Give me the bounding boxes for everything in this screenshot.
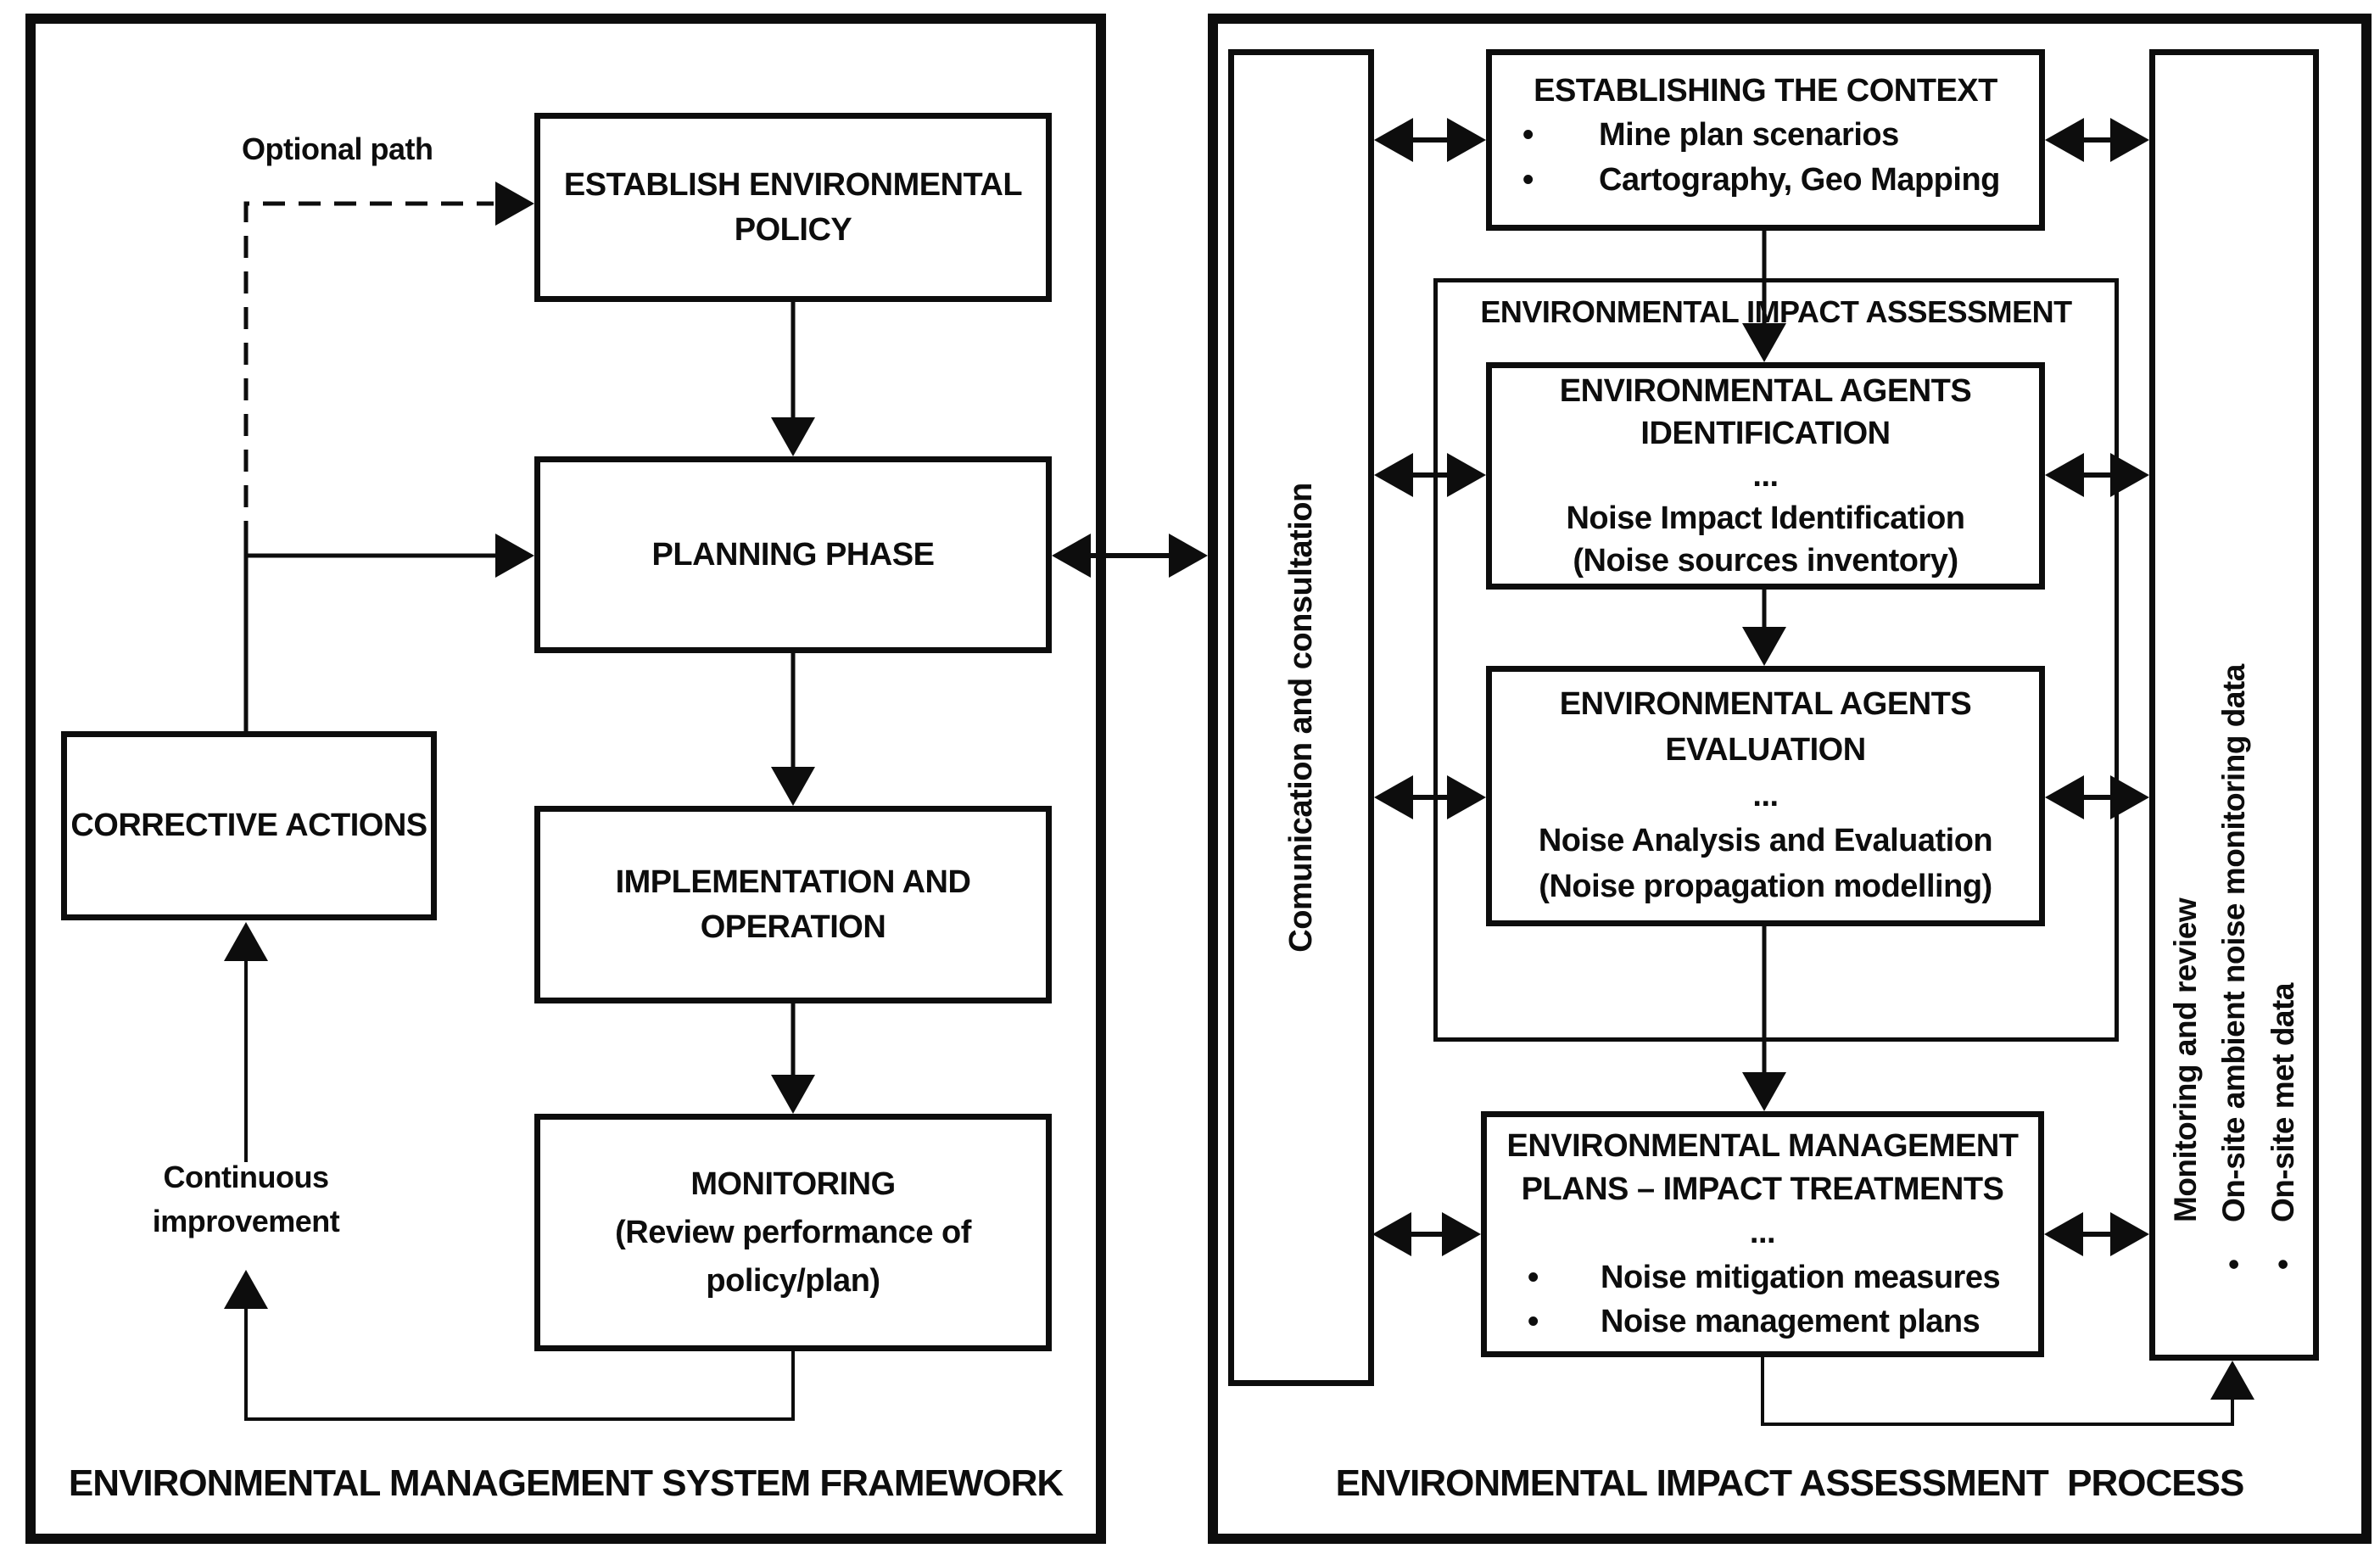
monitoring-review-line: Monitoring and review — [2161, 55, 2210, 1270]
bullet-icon: • — [1528, 1259, 1539, 1295]
double-arrow-comm-identification — [1374, 453, 1486, 497]
monitoring-review-bar: Monitoring and review • On-site ambient … — [2149, 49, 2319, 1361]
agents-evaluation-title2: EVALUATION — [1665, 731, 1866, 768]
communication-consultation-label: Comunication and consultation — [1282, 483, 1319, 953]
ellipsis: ... — [1749, 1215, 1776, 1251]
double-arrow-management-monitor — [2044, 1212, 2149, 1256]
double-arrow-identification-monitor — [2045, 453, 2149, 497]
arrow-into-corrective-bottom — [224, 922, 268, 1162]
establish-policy-box: ESTABLISH ENVIRONMENTAL POLICY — [534, 113, 1052, 302]
implementation-line2: OPERATION — [700, 908, 886, 945]
noise-impact-identification-label: Noise Impact Identification — [1566, 500, 1965, 537]
double-arrow-comm-evaluation — [1374, 775, 1486, 819]
management-plans-title1: ENVIRONMENTAL MANAGEMENT — [1506, 1127, 2019, 1164]
dashed-optional-path-arrow — [243, 182, 534, 543]
agents-evaluation-box: ENVIRONMENTAL AGENTS EVALUATION ... Nois… — [1486, 666, 2045, 926]
arrow-context-to-identification — [1742, 231, 1786, 362]
ems-framework-panel — [25, 14, 1106, 1544]
monitoring-line1: MONITORING — [690, 1166, 896, 1202]
noise-mitigation-label: Noise mitigation measures — [1601, 1259, 2001, 1295]
double-arrow-comm-management — [1372, 1212, 1481, 1256]
planning-phase-label: PLANNING PHASE — [651, 536, 935, 573]
communication-consultation-bar: Comunication and consultation — [1228, 49, 1374, 1386]
ambient-noise-data-label: On-site ambient noise monitoring data — [2216, 664, 2252, 1222]
establish-policy-line2: POLICY — [734, 211, 852, 248]
double-arrow-context-monitor — [2045, 118, 2149, 162]
optional-path-label: Optional path — [242, 131, 433, 166]
bullet-icon: • — [1528, 1303, 1539, 1339]
implementation-line1: IMPLEMENTATION AND — [615, 864, 971, 901]
monitoring-review-label: Monitoring and review — [2167, 897, 2203, 1222]
arrow-policy-to-planning — [771, 302, 815, 456]
bullet-icon: • — [1522, 117, 1534, 154]
met-data-label: On-site met data — [2265, 983, 2300, 1222]
noise-mitigation-row: • Noise mitigation measures — [1487, 1255, 2038, 1300]
monitoring-review-text-block: Monitoring and review • On-site ambient … — [2155, 55, 2313, 1355]
agents-identification-box: ENVIRONMENTAL AGENTS IDENTIFICATION ... … — [1486, 362, 2045, 590]
ellipsis: ... — [1752, 457, 1779, 494]
monitoring-box: MONITORING (Review performance of policy… — [534, 1114, 1052, 1351]
eia-assessment-container-label: ENVIRONMENTAL IMPACT ASSESSMENT — [1480, 294, 2072, 329]
agents-identification-title1: ENVIRONMENTAL AGENTS — [1559, 372, 1972, 409]
implementation-operation-box: IMPLEMENTATION AND OPERATION — [534, 806, 1052, 1003]
mine-plan-scenarios-row: • Mine plan scenarios — [1492, 113, 2039, 157]
establishing-context-box: ESTABLISHING THE CONTEXT • Mine plan sce… — [1486, 49, 2045, 231]
agents-identification-title2: IDENTIFICATION — [1640, 415, 1891, 451]
monitoring-line2: (Review performance of — [615, 1214, 971, 1250]
arrow-implementation-to-monitoring — [771, 1003, 815, 1114]
ellipsis: ... — [1752, 777, 1779, 813]
mine-plan-scenarios-label: Mine plan scenarios — [1599, 117, 1899, 154]
double-arrow-comm-context — [1374, 118, 1486, 162]
establishing-context-title: ESTABLISHING THE CONTEXT — [1534, 73, 1997, 109]
noise-analysis-evaluation-label: Noise Analysis and Evaluation — [1538, 823, 1993, 859]
arrow-corrective-to-planning — [243, 534, 534, 735]
cartography-row: • Cartography, Geo Mapping — [1492, 158, 2039, 202]
continuous-improvement-label: Continuous improvement — [93, 1155, 399, 1244]
agents-evaluation-title1: ENVIRONMENTAL AGENTS — [1559, 685, 1972, 722]
bullet-icon: • — [2265, 1259, 2300, 1270]
eia-assessment-container: ENVIRONMENTAL IMPACT ASSESSMENT — [1433, 278, 2119, 1042]
ems-framework-caption: ENVIRONMENTAL MANAGEMENT SYSTEM FRAMEWOR… — [68, 1462, 1064, 1504]
arrow-management-to-monitor-bar — [1761, 1357, 2254, 1426]
continuous-improvement-line1: Continuous — [163, 1160, 329, 1194]
met-data-line: • On-site met data — [2259, 55, 2307, 1270]
eia-process-caption: ENVIRONMENTAL IMPACT ASSESSMENT PROCESS — [1335, 1462, 2245, 1504]
arrow-monitoring-loop-to-continuous — [224, 1270, 795, 1421]
eia-process-panel — [1208, 14, 2372, 1544]
corrective-actions-label: CORRECTIVE ACTIONS — [70, 808, 427, 844]
management-plans-box: ENVIRONMENTAL MANAGEMENT PLANS – IMPACT … — [1481, 1111, 2044, 1357]
ambient-noise-data-line: • On-site ambient noise monitoring data — [2210, 55, 2258, 1270]
continuous-improvement-line2: improvement — [152, 1204, 340, 1239]
planning-phase-box: PLANNING PHASE — [534, 456, 1052, 653]
bullet-icon: • — [2216, 1259, 2252, 1270]
noise-management-plans-label: Noise management plans — [1601, 1303, 1981, 1339]
noise-propagation-modelling-label: (Noise propagation modelling) — [1539, 869, 1992, 905]
double-arrow-evaluation-monitor — [2045, 775, 2149, 819]
arrow-evaluation-to-management — [1742, 926, 1786, 1111]
arrow-identification-to-evaluation — [1742, 590, 1786, 666]
establish-policy-line1: ESTABLISH ENVIRONMENTAL — [563, 167, 1023, 204]
bullet-icon: • — [1522, 161, 1534, 198]
noise-sources-inventory-label: (Noise sources inventory) — [1573, 543, 1958, 579]
noise-management-plans-row: • Noise management plans — [1487, 1300, 2038, 1344]
monitoring-line3: policy/plan) — [706, 1262, 880, 1299]
cartography-label: Cartography, Geo Mapping — [1599, 161, 2000, 198]
management-plans-title2: PLANS – IMPACT TREATMENTS — [1521, 1171, 2004, 1207]
corrective-actions-box: CORRECTIVE ACTIONS — [61, 731, 437, 920]
arrow-planning-to-implementation — [771, 653, 815, 806]
